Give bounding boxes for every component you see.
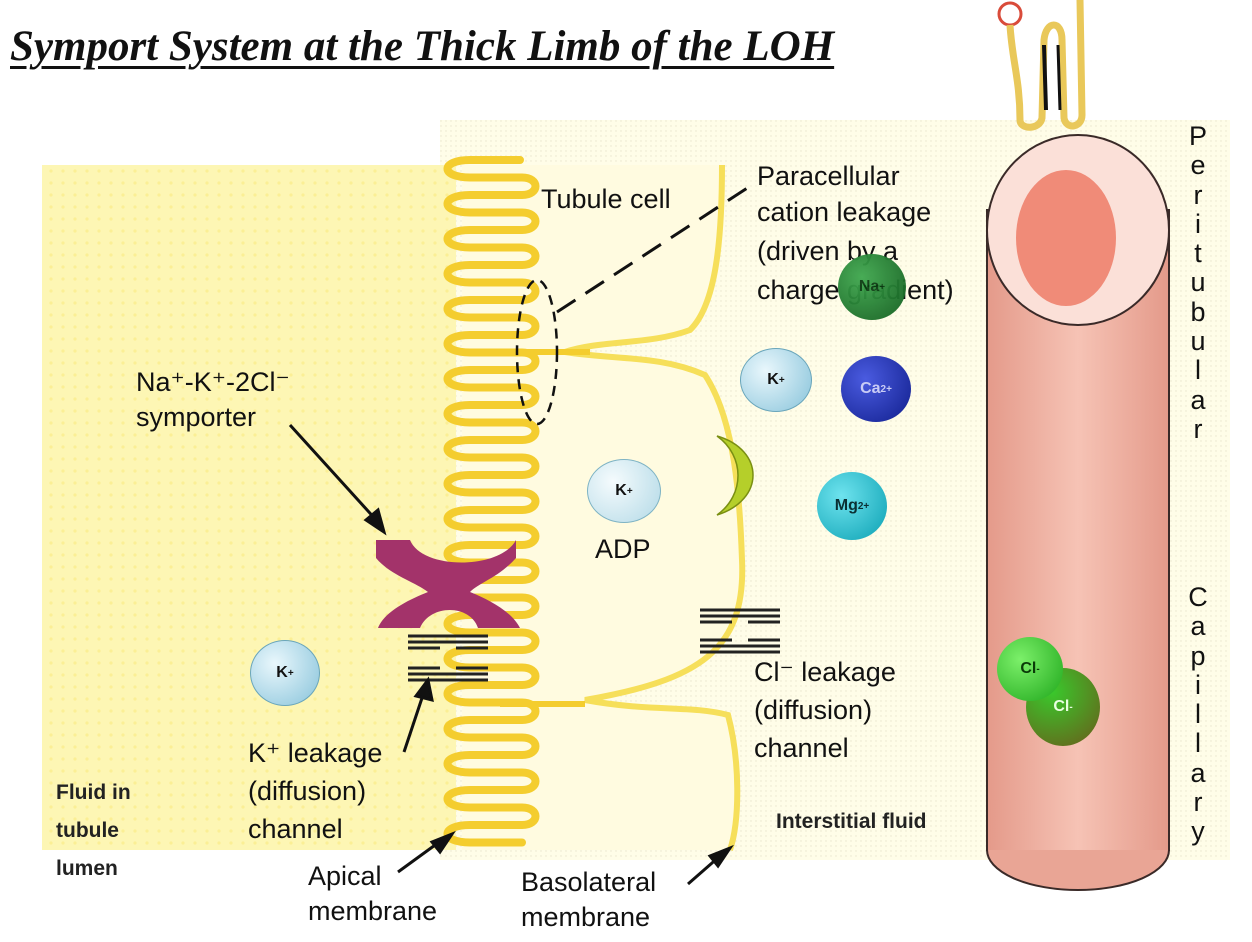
fluid-lumen-line-3: lumen — [56, 857, 118, 880]
cl-leakage-line-3: channel — [754, 733, 849, 763]
interstitial-fluid-label: Interstitial fluid — [776, 810, 927, 833]
symporter-label-1: Na⁺-K⁺-2Cl⁻ — [136, 367, 290, 397]
adp-label: ADP — [595, 534, 651, 564]
basolateral-membrane-line-1: Basolateral — [521, 867, 657, 897]
arrows — [288, 423, 734, 886]
apical-membrane-line-1: Apical — [308, 861, 382, 891]
fluid-lumen-line-1: Fluid in — [56, 781, 131, 804]
page-title: Symport System at the Thick Limb of the … — [10, 23, 835, 70]
k-leakage-channel — [408, 634, 488, 682]
tubule-lumen — [42, 165, 456, 850]
basolateral-membrane-line-2: membrane — [521, 902, 651, 932]
apical-membrane-line-2: membrane — [308, 896, 438, 926]
paracellular-line-1: Paracellular — [757, 161, 900, 191]
peritubular-vertical-label: P e r i t u b u l a r — [1188, 121, 1207, 444]
paracellular-pointer — [556, 181, 756, 314]
cl-leakage-channel — [700, 608, 780, 654]
tubule-cell-label: Tubule cell — [541, 184, 671, 214]
crescent-pump — [716, 435, 754, 516]
k-ion-cell: K+ — [587, 459, 661, 523]
cl-ion-1: Cl- — [997, 637, 1063, 701]
paracellular-ellipse — [515, 278, 559, 426]
capillary-vertical-label: C a p i l l a r y — [1188, 582, 1208, 847]
nephron-icon — [997, 0, 1086, 131]
k-ion-lumen: K+ — [250, 640, 320, 706]
k-leakage-line-2: (diffusion) — [248, 776, 367, 806]
k-leakage-line-1: K⁺ leakage — [248, 738, 383, 768]
k-ion-interstitial: K+ — [740, 348, 812, 412]
paracellular-line-2: cation leakage — [757, 197, 932, 227]
cl-leakage-line-1: Cl⁻ leakage — [754, 657, 896, 687]
symporter-shape — [376, 540, 520, 628]
na-ion: Na+ — [838, 254, 906, 320]
capillary-lumen — [1016, 170, 1116, 306]
fluid-lumen-line-2: tubule — [56, 819, 119, 842]
cl-leakage-line-2: (diffusion) — [754, 695, 873, 725]
symporter-label-2: symporter — [136, 402, 257, 432]
apical-membrane-line — [443, 156, 540, 847]
k-leakage-line-3: channel — [248, 814, 343, 844]
capillary-bottom-fill — [988, 800, 1168, 850]
